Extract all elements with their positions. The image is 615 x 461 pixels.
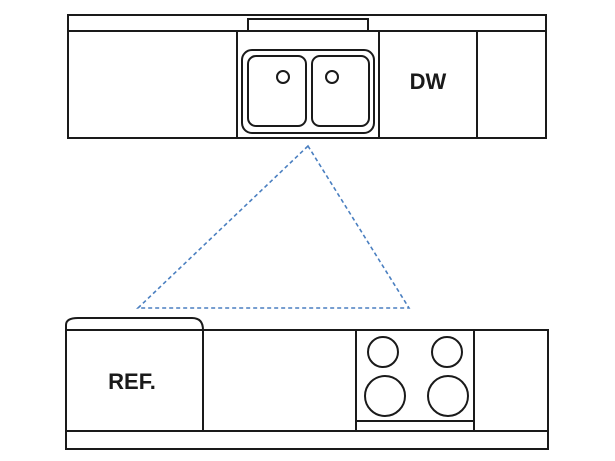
bottom-counter-run xyxy=(65,317,549,450)
top-countertop-edge xyxy=(67,14,547,32)
sink-outer-rim xyxy=(241,49,375,134)
burner-front-left xyxy=(364,375,406,417)
sink-left-drain xyxy=(276,70,290,84)
burner-back-right xyxy=(431,336,463,368)
sink-right-basin xyxy=(311,55,370,127)
cooktop xyxy=(364,336,469,417)
top-sink-backsplash xyxy=(247,18,369,31)
burner-front-right xyxy=(427,375,469,417)
sink-left-basin xyxy=(247,55,307,127)
double-sink xyxy=(241,49,375,134)
sink-right-drain xyxy=(325,70,339,84)
burner-back-left xyxy=(367,336,399,368)
refrigerator-top xyxy=(65,317,204,331)
bottom-cabinet-body xyxy=(65,329,549,432)
work-triangle xyxy=(136,144,411,309)
dishwasher-label: DW xyxy=(410,69,447,94)
refrigerator-label: REF. xyxy=(108,369,156,394)
bottom-countertop-edge xyxy=(65,430,549,450)
